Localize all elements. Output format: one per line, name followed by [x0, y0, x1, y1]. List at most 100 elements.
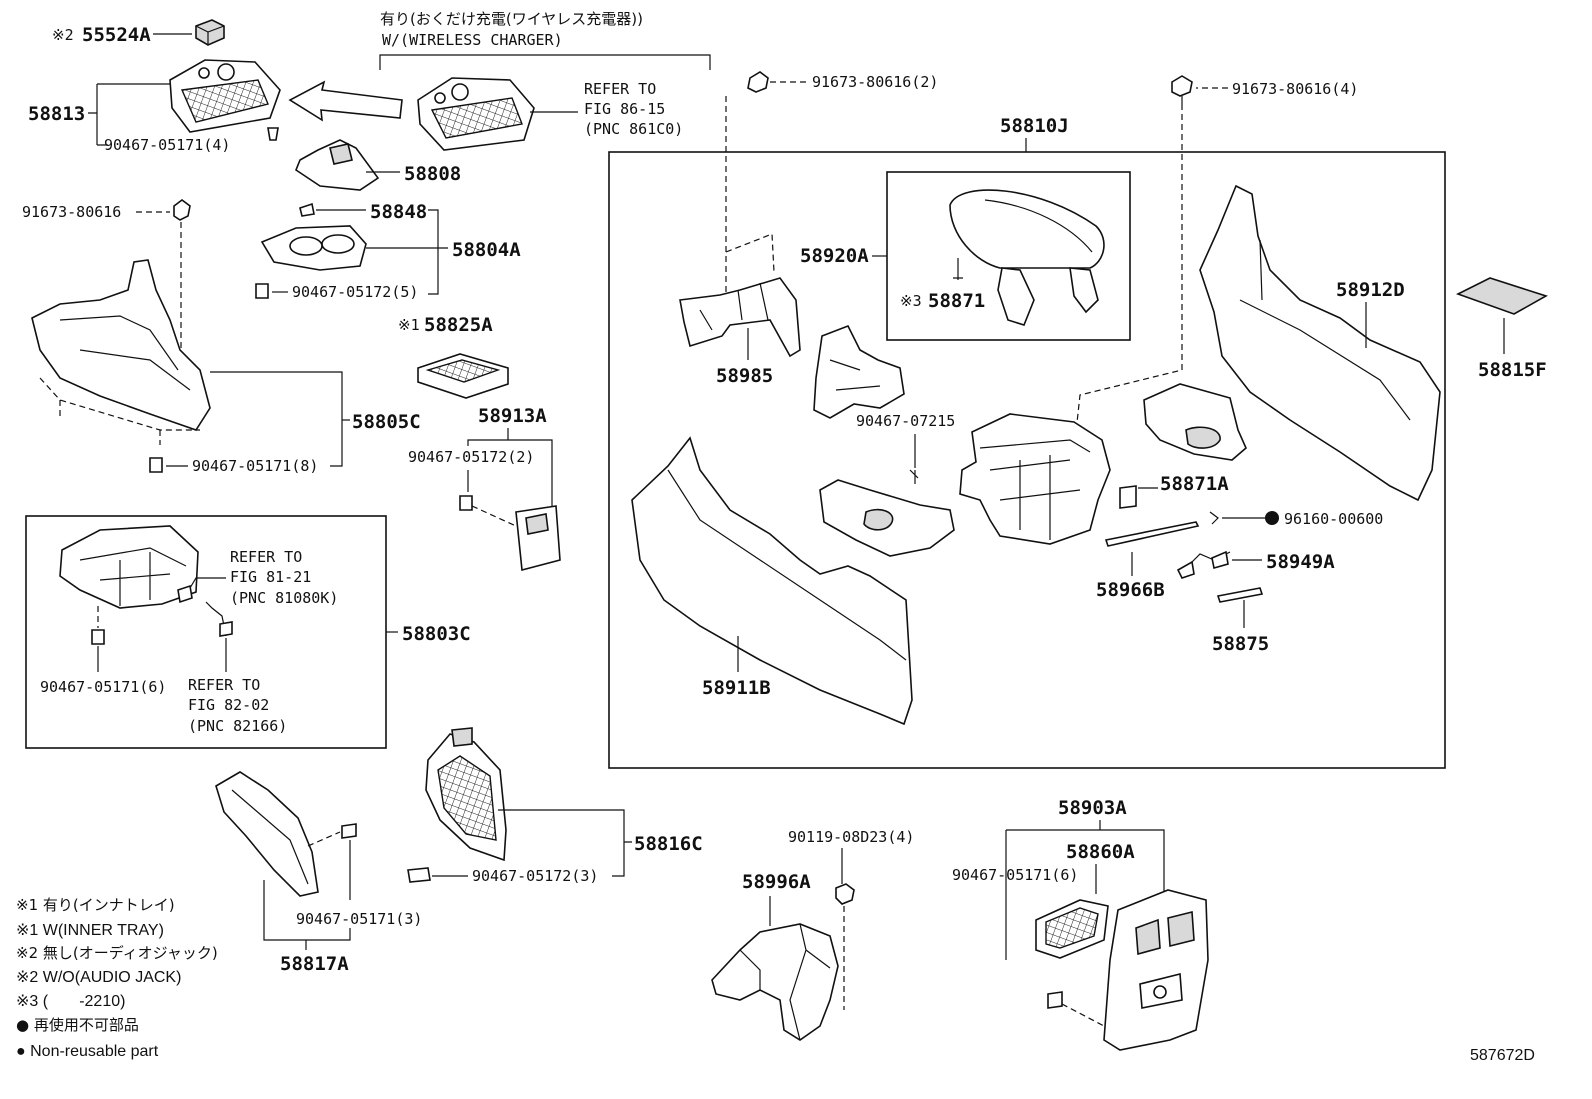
leader-58813 [88, 83, 178, 146]
screw-58871-icon [953, 258, 963, 280]
part-58804A-cupholder [260, 225, 367, 271]
part-58805C-shift-panel [31, 259, 211, 445]
part-58815F-pad [1455, 277, 1548, 315]
label-58804A-fastener: 90467-05172(5) [292, 283, 418, 301]
legend-item: ※2 無し(オーディオジャック) [16, 944, 218, 962]
part-58803C-console-upper [59, 525, 199, 609]
refer-a-line2: FIG 86-15 [584, 100, 665, 118]
bolt-91673-a-icon [747, 71, 769, 93]
legend-item: ※3 ( -2210) [16, 993, 125, 1010]
clip-58805C-icon [149, 457, 163, 473]
label-58912D: 58912D [1336, 279, 1405, 301]
guide-58985 [725, 233, 775, 273]
clip-58803C-icon [91, 629, 105, 645]
part-rear-duct [1143, 383, 1247, 461]
bolt-91673-b-icon [1171, 75, 1193, 104]
clip-58903A-icon [1047, 991, 1063, 1009]
label-58816C: 58816C [634, 833, 703, 855]
label-55524A-mark: ※2 [52, 26, 74, 44]
part-58808-boot [295, 139, 380, 191]
label-58825A-mark: ※1 [398, 316, 420, 334]
part-58848 [299, 202, 315, 217]
label-58848: 58848 [370, 201, 427, 223]
guide-58903A [1061, 1003, 1105, 1027]
label-58813: 58813 [28, 103, 85, 125]
label-58949A: 58949A [1266, 551, 1335, 573]
label-58815F: 58815F [1478, 359, 1547, 381]
label-58808: 58808 [404, 163, 461, 185]
part-58920A-armrest-lid [949, 189, 1105, 326]
label-58803C: 58803C [402, 623, 471, 645]
part-58816C-net-panel [425, 727, 507, 862]
part-duct [813, 324, 905, 419]
legend: ※1 有り(インナトレイ) ※1 W(INNER TRAY) ※2 無し(オーデ… [16, 896, 218, 1060]
guide-58817A [307, 831, 341, 847]
label-58816C-fastener: 90467-05172(3) [472, 867, 598, 885]
clip-58804A-icon [255, 283, 269, 299]
legend-item: ※1 W(INNER TRAY) [16, 922, 164, 939]
screw-90467-07215-icon [909, 469, 919, 484]
label-58875: 58875 [1212, 633, 1269, 655]
illustration-id: 587672D [1470, 1047, 1535, 1064]
part-58996A-bracket [711, 923, 839, 1041]
non-reusable-dot-icon [1265, 511, 1279, 525]
part-58913A-bezel [515, 505, 561, 572]
bolt-90119-icon [835, 883, 855, 905]
guide-91673-b [1075, 104, 1183, 433]
part-58911B-side-panel [631, 436, 913, 726]
part-55524A [195, 19, 225, 46]
part-wire-harness [205, 601, 233, 637]
label-58996A: 58996A [742, 871, 811, 893]
clip-58816C-icon [407, 867, 431, 883]
part-audio-connector [177, 577, 226, 604]
label-58871A: 58871A [1160, 473, 1229, 495]
bracket-58913A [467, 428, 553, 510]
label-96160: 96160-00600 [1284, 510, 1383, 528]
part-58813-tray [169, 59, 281, 141]
legend-item: ※2 W/O(AUDIO JACK) [16, 969, 181, 986]
label-58911B: 58911B [702, 677, 771, 699]
refer-b-line2: FIG 81-21 [230, 568, 311, 586]
assembly-58810J-frame [608, 151, 1446, 769]
part-58817A-side-cover [215, 771, 319, 897]
part-58949A-spring [1176, 550, 1231, 579]
label-58860A: 58860A [1066, 841, 1135, 863]
part-58966B-rod [1104, 521, 1200, 547]
label-58805C-fastener: 90467-05171(8) [192, 457, 318, 475]
bracket-58903A [1005, 820, 1165, 960]
label-58817A-fastener: 90467-05171(3) [296, 910, 422, 928]
part-58875-strip [1216, 587, 1264, 603]
bracket-58804A [366, 209, 448, 295]
part-lower-duct [819, 479, 955, 557]
bracket-58816C [498, 809, 632, 877]
label-91673-b: 91673-80616(4) [1232, 80, 1358, 98]
label-58813-fastener: 90467-05171(4) [104, 136, 230, 154]
part-58903A-rear-panel [1103, 889, 1209, 1051]
bolt-91673-c-icon [173, 199, 191, 221]
label-58920A: 58920A [800, 245, 869, 267]
legend-item: ● 再使用不可部品 [16, 1016, 139, 1034]
bracket-58805C [210, 371, 343, 467]
label-58871: 58871 [928, 290, 985, 312]
label-91673-c: 91673-80616 [22, 203, 121, 221]
part-wireless-charger [417, 77, 535, 151]
wireless-charger-bracket [379, 54, 711, 70]
clip-96160-icon [1209, 511, 1266, 525]
label-58985: 58985 [716, 365, 773, 387]
label-91673-a: 91673-80616(2) [812, 73, 938, 91]
legend-item: ● Non-reusable part [16, 1043, 159, 1060]
guide-58913A [471, 505, 517, 527]
label-58817A: 58817A [280, 953, 349, 975]
label-90467-07215: 90467-07215 [856, 412, 955, 430]
bracket-58817A [263, 880, 351, 950]
replace-arrow-icon [288, 80, 403, 122]
legend-item: ※1 有り(インナトレイ) [16, 896, 175, 914]
refer-b-line1: REFER TO [230, 548, 302, 566]
label-58803C-fastener: 90467-05171(6) [40, 678, 166, 696]
wireless-charger-note-en: W/(WIRELESS CHARGER) [382, 31, 563, 49]
part-console-box [959, 413, 1111, 545]
part-58912D-side-panel [1199, 184, 1441, 502]
refer-c-line2: FIG 82-02 [188, 696, 269, 714]
refer-a-line1: REFER TO [584, 80, 656, 98]
refer-c-line3: (PNC 82166) [188, 717, 287, 735]
